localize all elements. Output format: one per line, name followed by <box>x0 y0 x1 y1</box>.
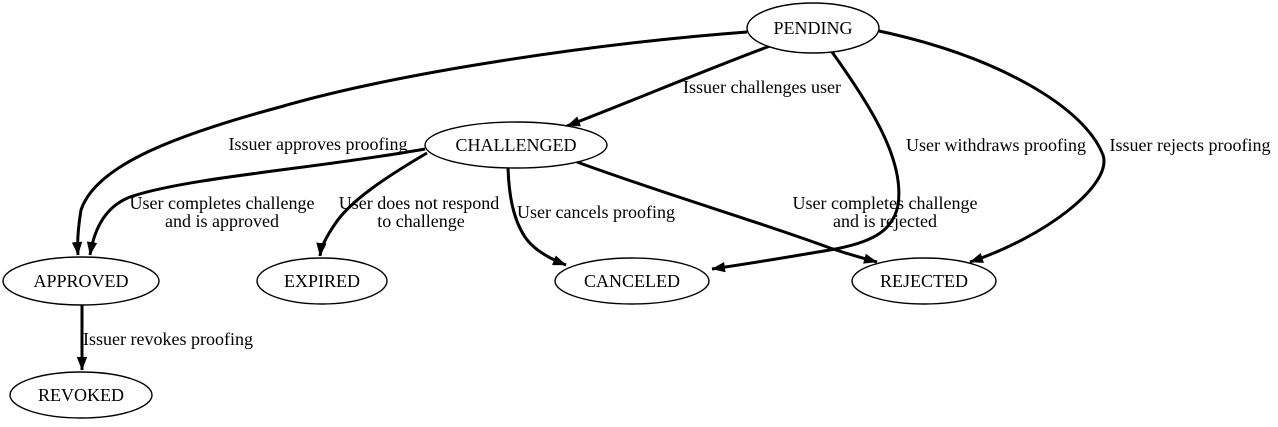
edge-challenged-to-canceled <box>506 167 567 267</box>
state-node-canceled: CANCELED <box>554 257 710 305</box>
edge-label-issuer-challenges-user: Issuer challenges user <box>683 77 841 97</box>
edge-challenged-to-expired <box>316 151 428 257</box>
rejected-label: REJECTED <box>880 271 968 291</box>
edge-label-issuer-approves-proofing: Issuer approves proofing <box>229 134 408 154</box>
state-node-pending: PENDING <box>746 2 880 54</box>
approved-ellipse <box>2 256 160 306</box>
revoked-ellipse <box>9 371 153 419</box>
edge-label-user-cancels-proofing: User cancels proofing <box>517 202 675 222</box>
edge-label-issuer-rejects-proofing: Issuer rejects proofing <box>1110 135 1271 155</box>
revoked-label: REVOKED <box>38 385 124 405</box>
edge-challenged-to-approved <box>86 147 426 256</box>
challenged-ellipse <box>424 121 608 169</box>
edge-label-user-completes-challenge-rejected-line2: and is rejected <box>833 211 937 231</box>
rejected-ellipse <box>851 257 997 305</box>
edge-pending-to-rejected <box>878 29 1106 264</box>
edge-label-user-completes-challenge-approved-line1: User completes challenge <box>130 193 315 213</box>
approved-label: APPROVED <box>33 271 128 291</box>
edge-challenged-to-rejected <box>576 160 878 264</box>
edge-pending-to-challenged <box>566 44 771 128</box>
edges: Issuer challenges user Issuer approves p… <box>71 29 1271 371</box>
expired-ellipse <box>256 257 388 305</box>
state-node-challenged: CHALLENGED <box>424 121 608 169</box>
pending-ellipse <box>746 2 880 54</box>
state-node-expired: EXPIRED <box>256 257 388 305</box>
edge-label-user-completes-challenge-approved-line2: and is approved <box>165 211 279 231</box>
edge-pending-to-canceled <box>711 51 901 273</box>
expired-label: EXPIRED <box>284 271 360 291</box>
canceled-label: CANCELED <box>584 271 680 291</box>
state-node-approved: APPROVED <box>2 256 160 306</box>
canceled-ellipse <box>554 257 710 305</box>
nodes: PENDING CHALLENGED APPROVED EXPIRED CANC… <box>2 2 997 419</box>
state-node-revoked: REVOKED <box>9 371 153 419</box>
challenged-label: CHALLENGED <box>456 135 577 155</box>
edge-label-user-does-not-respond-line1: User does not respond <box>339 193 499 213</box>
pending-label: PENDING <box>774 18 853 38</box>
edge-pending-to-approved <box>71 30 748 256</box>
edge-label-user-does-not-respond-line2: to challenge <box>377 211 464 231</box>
edge-label-user-completes-challenge-rejected-line1: User completes challenge <box>793 193 978 213</box>
state-node-rejected: REJECTED <box>851 257 997 305</box>
edge-label-user-withdraws-proofing: User withdraws proofing <box>906 135 1086 155</box>
edge-label-issuer-revokes-proofing: Issuer revokes proofing <box>83 329 253 349</box>
